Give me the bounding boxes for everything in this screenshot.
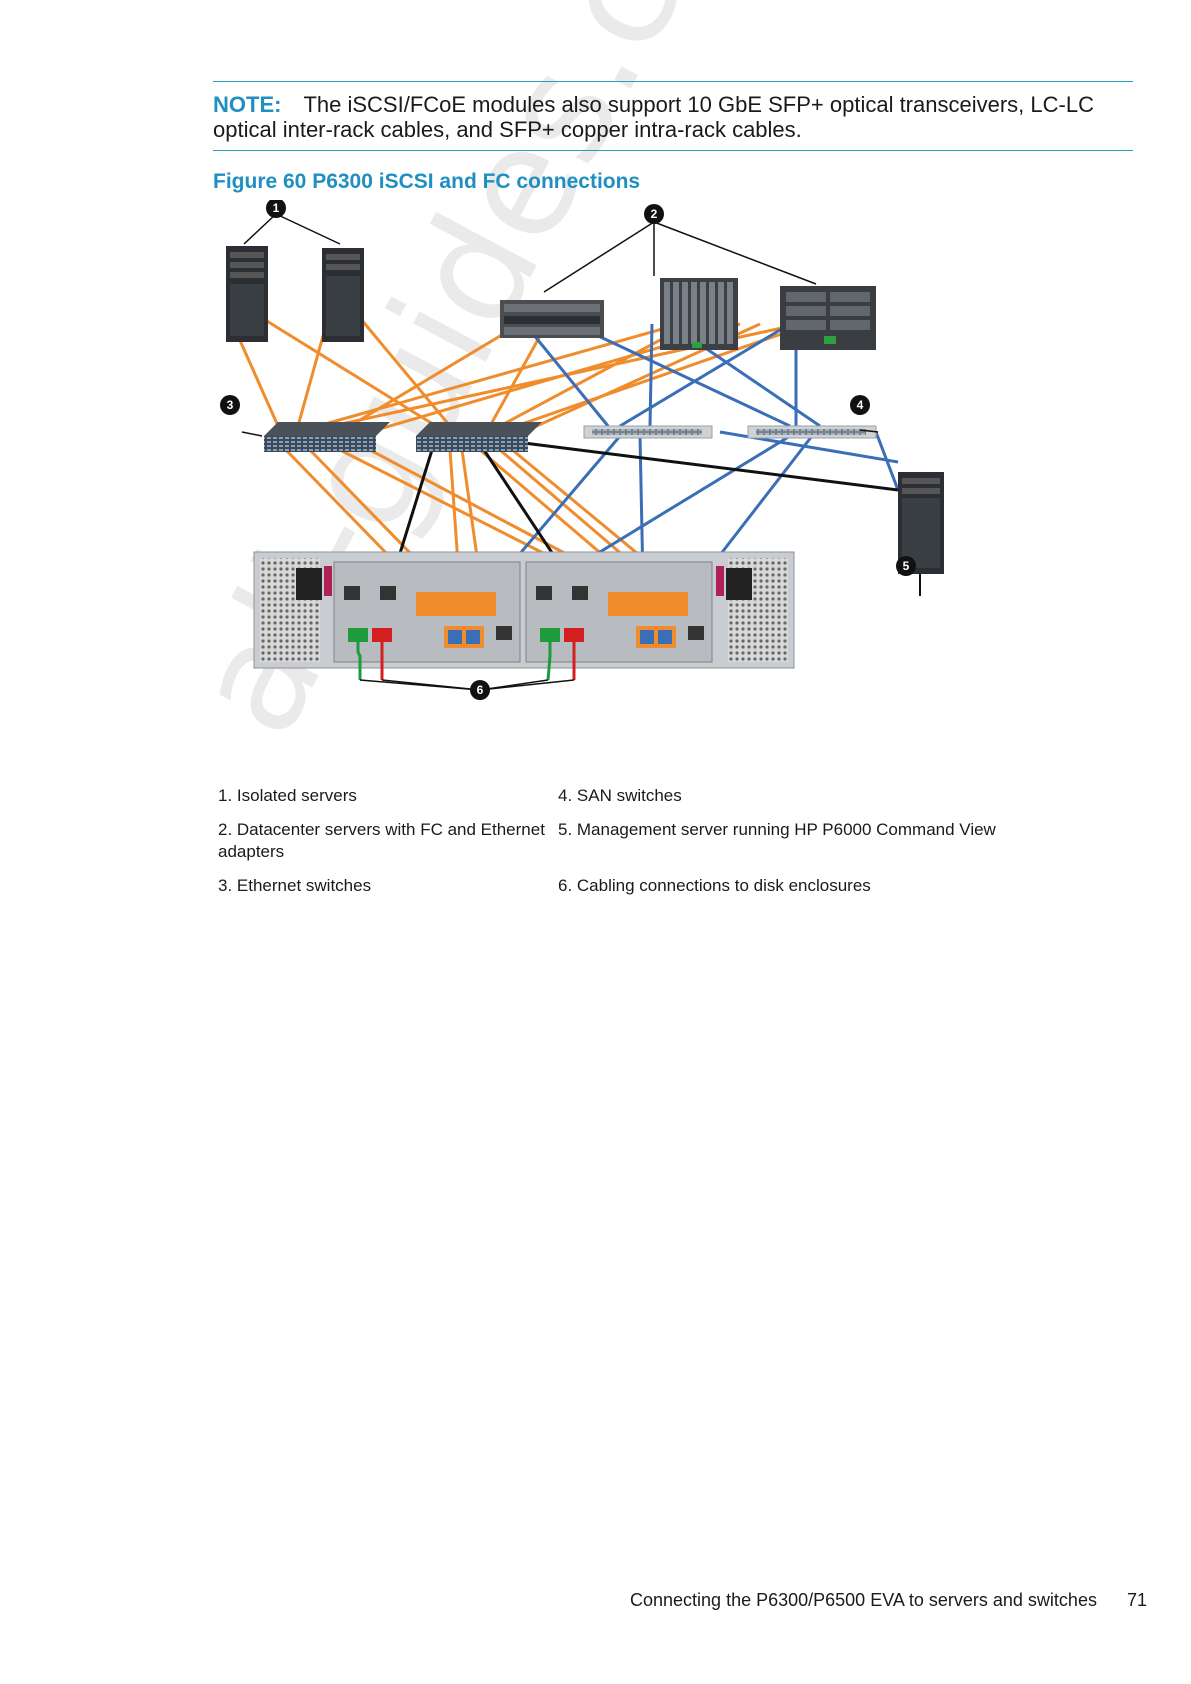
- callout-label: 1: [273, 201, 280, 215]
- legend-item: 2. Datacenter servers with FC and Ethern…: [218, 820, 545, 861]
- callout-label: 2: [651, 207, 658, 221]
- page-number: 71: [1126, 1590, 1147, 1610]
- note-text: The iSCSI/FCoE modules also support 10 G…: [213, 92, 1094, 142]
- management-server: [898, 472, 944, 596]
- callout-leaders: [241, 213, 879, 437]
- callout-2: 2: [644, 204, 664, 224]
- ethernet-switch-right: [416, 422, 542, 452]
- callout-5: 5: [896, 556, 916, 576]
- legend-item: 4. SAN switches: [558, 786, 682, 805]
- note-label: NOTE:: [213, 92, 282, 117]
- legend-item: 3. Ethernet switches: [218, 876, 372, 895]
- callout-label: 4: [857, 398, 864, 412]
- connection-diagram: 1 2 3 4 5 6: [220, 200, 944, 700]
- ethernet-cable: [261, 316, 437, 428]
- datacenter-server-blade: [660, 278, 738, 350]
- callout-label: 6: [477, 683, 484, 697]
- legend-item: 5. Management server running HP P6000 Co…: [558, 820, 996, 839]
- san-switch-right: [747, 425, 877, 439]
- callout-4: 4: [850, 395, 870, 415]
- ethernet-cable: [499, 322, 691, 428]
- enclosure-cabling: [356, 642, 576, 691]
- p6300-enclosure-rear: [253, 551, 795, 669]
- callout-markers: 1 2 3 4 5 6: [220, 200, 916, 700]
- ethernet-cable: [317, 322, 681, 428]
- legend-item: 6. Cabling connections to disk enclosure…: [558, 876, 871, 895]
- callout-label: 3: [227, 398, 234, 412]
- figure-legend: 1. Isolated servers 4. SAN switches 2. D…: [218, 785, 1038, 897]
- fc-cable: [874, 431, 900, 491]
- fc-cable: [648, 323, 654, 427]
- page-footer: Connecting the P6300/P6500 EVA to server…: [630, 1590, 1147, 1611]
- figure-caption: Figure 60 P6300 iSCSI and FC connections: [213, 170, 641, 193]
- note-box: NOTE:The iSCSI/FCoE modules also support…: [213, 81, 1133, 151]
- datacenter-server-storage: [780, 286, 876, 350]
- ethernet-switch-left: [264, 422, 390, 452]
- footer-title: Connecting the P6300/P6500 EVA to server…: [630, 1590, 1097, 1610]
- isolated-server-right: [322, 248, 364, 342]
- management-cable: [515, 440, 899, 492]
- callout-3: 3: [220, 395, 240, 415]
- isolated-server-left: [226, 246, 268, 342]
- fc-cable: [619, 322, 791, 428]
- legend-item: 1. Isolated servers: [218, 786, 357, 805]
- callout-6: 6: [470, 680, 490, 700]
- callout-label: 5: [903, 559, 910, 573]
- ethernet-cable: [358, 317, 452, 427]
- datacenter-server-rack: [500, 300, 604, 338]
- callout-1: 1: [266, 200, 286, 218]
- san-switch-left: [583, 425, 713, 439]
